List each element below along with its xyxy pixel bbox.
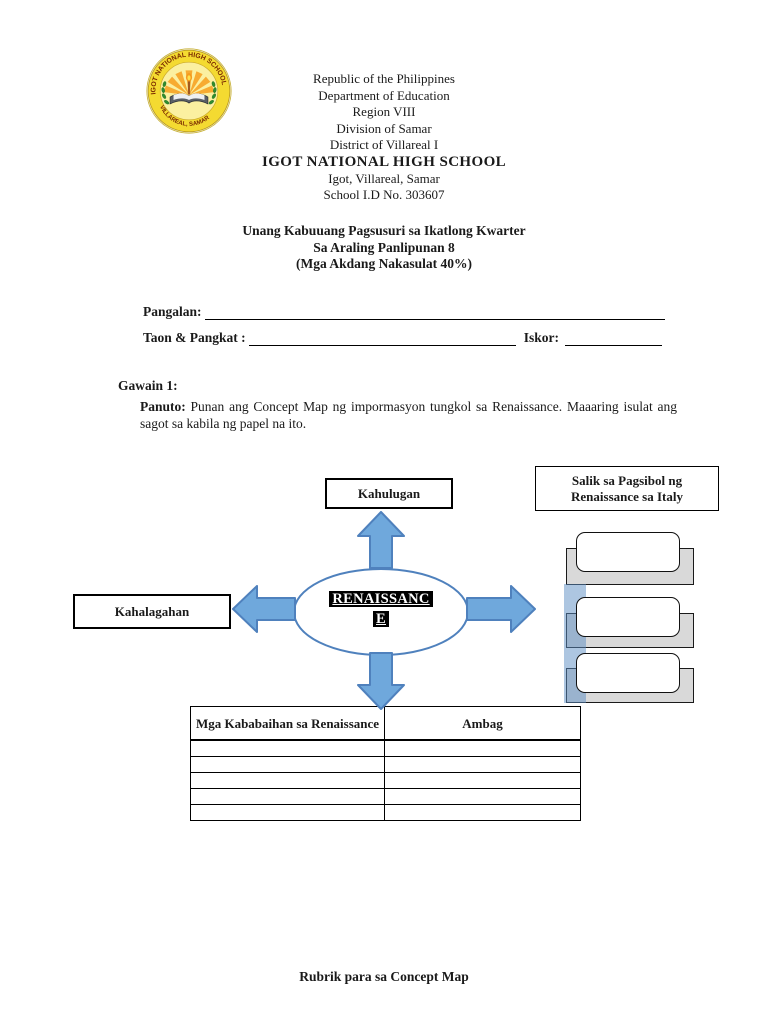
activity-heading: Gawain 1:: [118, 378, 178, 393]
table-empty-cell: [384, 772, 581, 789]
table-empty-cell: [384, 804, 581, 821]
exam-title: Unang Kabuuang Pagsusuri sa Ikatlong Kwa…: [0, 223, 768, 273]
concept-box-kahulugan: Kahulugan: [325, 478, 453, 509]
year-section-label: Taon & Pangkat :: [143, 330, 246, 345]
exam-title-line3: (Mga Akdang Nakasulat 40%): [296, 256, 472, 272]
year-score-row: Taon & Pangkat : Iskor:: [143, 329, 662, 346]
table-header-col1: Mga Kababaihan sa Renaissance: [190, 706, 385, 741]
school-address: Igot, Villareal, Samar: [328, 170, 440, 186]
table-empty-row: [190, 772, 581, 789]
answer-slot-field: [576, 597, 680, 637]
table-empty-cell: [190, 772, 385, 789]
center-label-line1: RENAISSANC: [329, 591, 433, 607]
table-empty-row: [190, 804, 581, 821]
women-renaissance-table: Mga Kababaihan sa Renaissance Ambag: [190, 706, 581, 821]
letterhead: Republic of the Philippines Department o…: [0, 71, 768, 204]
table-header-row: Mga Kababaihan sa Renaissance Ambag: [190, 706, 581, 741]
activity-instructions: Panuto: Punan ang Concept Map ng imporma…: [140, 398, 677, 432]
rubric-caption: Rubrik para sa Concept Map: [299, 969, 469, 984]
open-book-icon: [169, 93, 209, 105]
laurel-leaves: [161, 81, 217, 105]
table-empty-cell: [384, 756, 581, 773]
arrow-down-icon: [357, 652, 405, 710]
letterhead-line: Division of Samar: [336, 120, 432, 136]
table-empty-row: [190, 756, 581, 773]
instruction-label: Panuto:: [140, 399, 186, 414]
arrow-right-icon: [466, 585, 536, 633]
exam-title-line2: Sa Araling Panlipunan 8: [313, 239, 455, 255]
score-label: Iskor:: [523, 330, 559, 345]
letterhead-line: Region VIII: [352, 104, 416, 119]
center-label-line2: E: [373, 611, 389, 627]
name-blank-line: [204, 303, 665, 320]
letterhead-line: Department of Education: [318, 87, 450, 103]
exam-title-line1: Unang Kabuuang Pagsusuri sa Ikatlong Kwa…: [242, 223, 526, 238]
torch-icon: [185, 72, 193, 95]
table-empty-cell: [190, 739, 385, 757]
concept-box-kahalagahan: Kahalagahan: [73, 594, 231, 629]
arrow-left-icon: [232, 585, 296, 633]
table-empty-cell: [190, 788, 385, 805]
name-label: Pangalan:: [143, 304, 202, 319]
score-blank-line: [565, 329, 662, 346]
answer-slot-field: [576, 532, 680, 572]
answer-slot-field: [576, 653, 680, 693]
table-empty-cell: [384, 788, 581, 805]
letterhead-line: District of Villareal I: [329, 137, 439, 152]
table-empty-cell: [384, 739, 581, 757]
table-header-col2: Ambag: [384, 706, 581, 741]
table-empty-cell: [190, 804, 385, 821]
concept-center-label: RENAISSANC E: [290, 589, 472, 629]
sunburst-rays: [164, 70, 214, 96]
concept-box-salik: Salik sa Pagsibol ng Renaissance sa Ital…: [535, 466, 719, 511]
school-logo-icon: IGOT NATIONAL HIGH SCHOOL VILLAREAL, SAM…: [146, 48, 232, 134]
letterhead-line: Republic of the Philippines: [313, 71, 455, 86]
arrow-up-icon: [357, 511, 405, 569]
school-name: IGOT NATIONAL HIGH SCHOOL: [261, 153, 507, 170]
table-empty-row: [190, 788, 581, 805]
table-empty-row: [190, 739, 581, 757]
school-id: School I.D No. 303607: [323, 187, 445, 202]
name-row: Pangalan:: [143, 303, 665, 320]
table-empty-cell: [190, 756, 385, 773]
year-section-blank-line: [248, 329, 516, 346]
instruction-text: Punan ang Concept Map ng impormasyon tun…: [140, 399, 677, 431]
